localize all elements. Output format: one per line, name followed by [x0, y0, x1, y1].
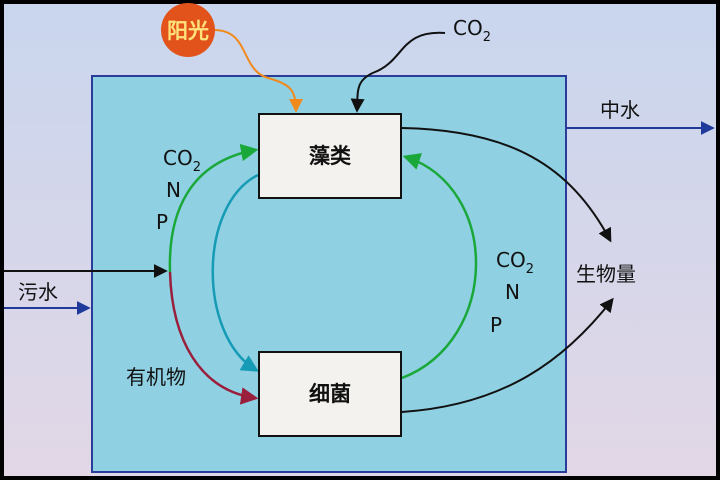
sunlight-label: 阳光	[167, 19, 209, 43]
bacteria-biomass-arrow	[401, 297, 614, 413]
teal-inner-arrow	[211, 173, 259, 372]
left-n-label: N	[166, 178, 181, 202]
reclaimed-water-label: 中水	[600, 98, 640, 122]
bacteria-label: 细菌	[309, 382, 351, 406]
left-green-arrow	[168, 143, 259, 273]
algae-label: 藻类	[309, 144, 352, 168]
sewage-label: 污水	[18, 280, 58, 304]
algae-biomass-arrow	[401, 127, 612, 243]
organic-matter-label: 有机物	[126, 365, 186, 389]
right-co2-label: CO2	[496, 248, 534, 277]
algae-box	[258, 113, 402, 199]
right-n-label: N	[505, 280, 520, 304]
co2-input-arrow	[350, 31, 446, 113]
right-green-arrow	[401, 153, 478, 380]
right-p-label: P	[490, 313, 502, 337]
co2-input-label: CO2	[453, 16, 491, 45]
left-p-label: P	[156, 210, 168, 234]
left-co2-label: CO2	[163, 146, 201, 175]
bacteria-box	[258, 351, 402, 437]
sunlight-arrow	[213, 29, 303, 113]
sun-icon	[161, 3, 215, 57]
biomass-label: 生物量	[576, 262, 636, 286]
left-maroon-arrow	[168, 271, 259, 405]
